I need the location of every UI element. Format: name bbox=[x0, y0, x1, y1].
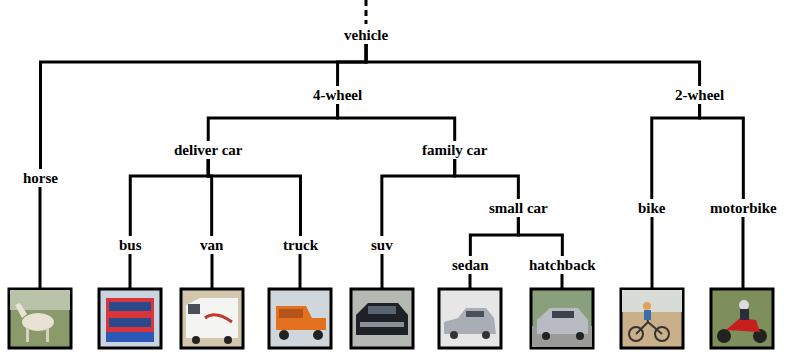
horse-photo bbox=[9, 289, 71, 348]
label-text: bike bbox=[638, 200, 666, 216]
label-text: sedan bbox=[452, 257, 489, 273]
tree-connector bbox=[41, 44, 367, 169]
tree-label: small car bbox=[486, 199, 551, 217]
tree-connector bbox=[518, 217, 562, 256]
truck-photo bbox=[269, 289, 331, 348]
tree-connector bbox=[382, 159, 455, 236]
tree-label: 2-wheel bbox=[672, 86, 727, 104]
tree-label: hatchback bbox=[526, 256, 599, 274]
tree-label: family car bbox=[419, 141, 490, 159]
label-text: suv bbox=[371, 237, 393, 253]
label-text: horse bbox=[23, 170, 58, 186]
hatchback-photo bbox=[531, 289, 593, 348]
tree-label: van bbox=[197, 236, 226, 254]
label-text: van bbox=[200, 237, 223, 253]
label-text: deliver car bbox=[174, 142, 242, 158]
tree-label: bus bbox=[116, 236, 145, 254]
suv-photo bbox=[351, 289, 413, 348]
tree-label: 4-wheel bbox=[310, 86, 365, 104]
tree-connector bbox=[338, 44, 367, 86]
sedan-photo bbox=[439, 289, 501, 348]
tree-connector bbox=[470, 217, 518, 256]
tree-label: sedan bbox=[449, 256, 492, 274]
tree-connector bbox=[338, 104, 455, 141]
tree-label: truck bbox=[280, 236, 321, 254]
tree-label: suv bbox=[368, 236, 396, 254]
label-text: hatchback bbox=[529, 257, 596, 273]
label-text: family car bbox=[422, 142, 487, 158]
label-text: 2-wheel bbox=[675, 87, 724, 103]
label-text: small car bbox=[489, 200, 548, 216]
tree-connector bbox=[130, 159, 208, 236]
label-text: truck bbox=[283, 237, 318, 253]
tree-label: horse bbox=[20, 169, 61, 187]
tree-label: deliver car bbox=[171, 141, 245, 159]
label-text: vehicle bbox=[344, 27, 388, 43]
tree-connector bbox=[455, 159, 519, 199]
leaf-lines bbox=[40, 0, 743, 289]
tree-connector bbox=[208, 159, 300, 236]
motorbike-photo bbox=[711, 289, 773, 348]
tree-connector bbox=[700, 104, 744, 199]
label-text: motorbike bbox=[710, 200, 777, 216]
tree-label: bike bbox=[635, 199, 669, 217]
tree-connector bbox=[652, 104, 700, 199]
tree-connector bbox=[208, 104, 337, 141]
tree-connector bbox=[366, 44, 700, 86]
bike-photo bbox=[621, 289, 683, 348]
tree-label: vehicle bbox=[341, 26, 391, 44]
van-photo bbox=[181, 289, 243, 348]
label-text: 4-wheel bbox=[313, 87, 362, 103]
tree-label: motorbike bbox=[707, 199, 780, 217]
bus-photo bbox=[99, 289, 161, 348]
label-text: bus bbox=[119, 237, 142, 253]
